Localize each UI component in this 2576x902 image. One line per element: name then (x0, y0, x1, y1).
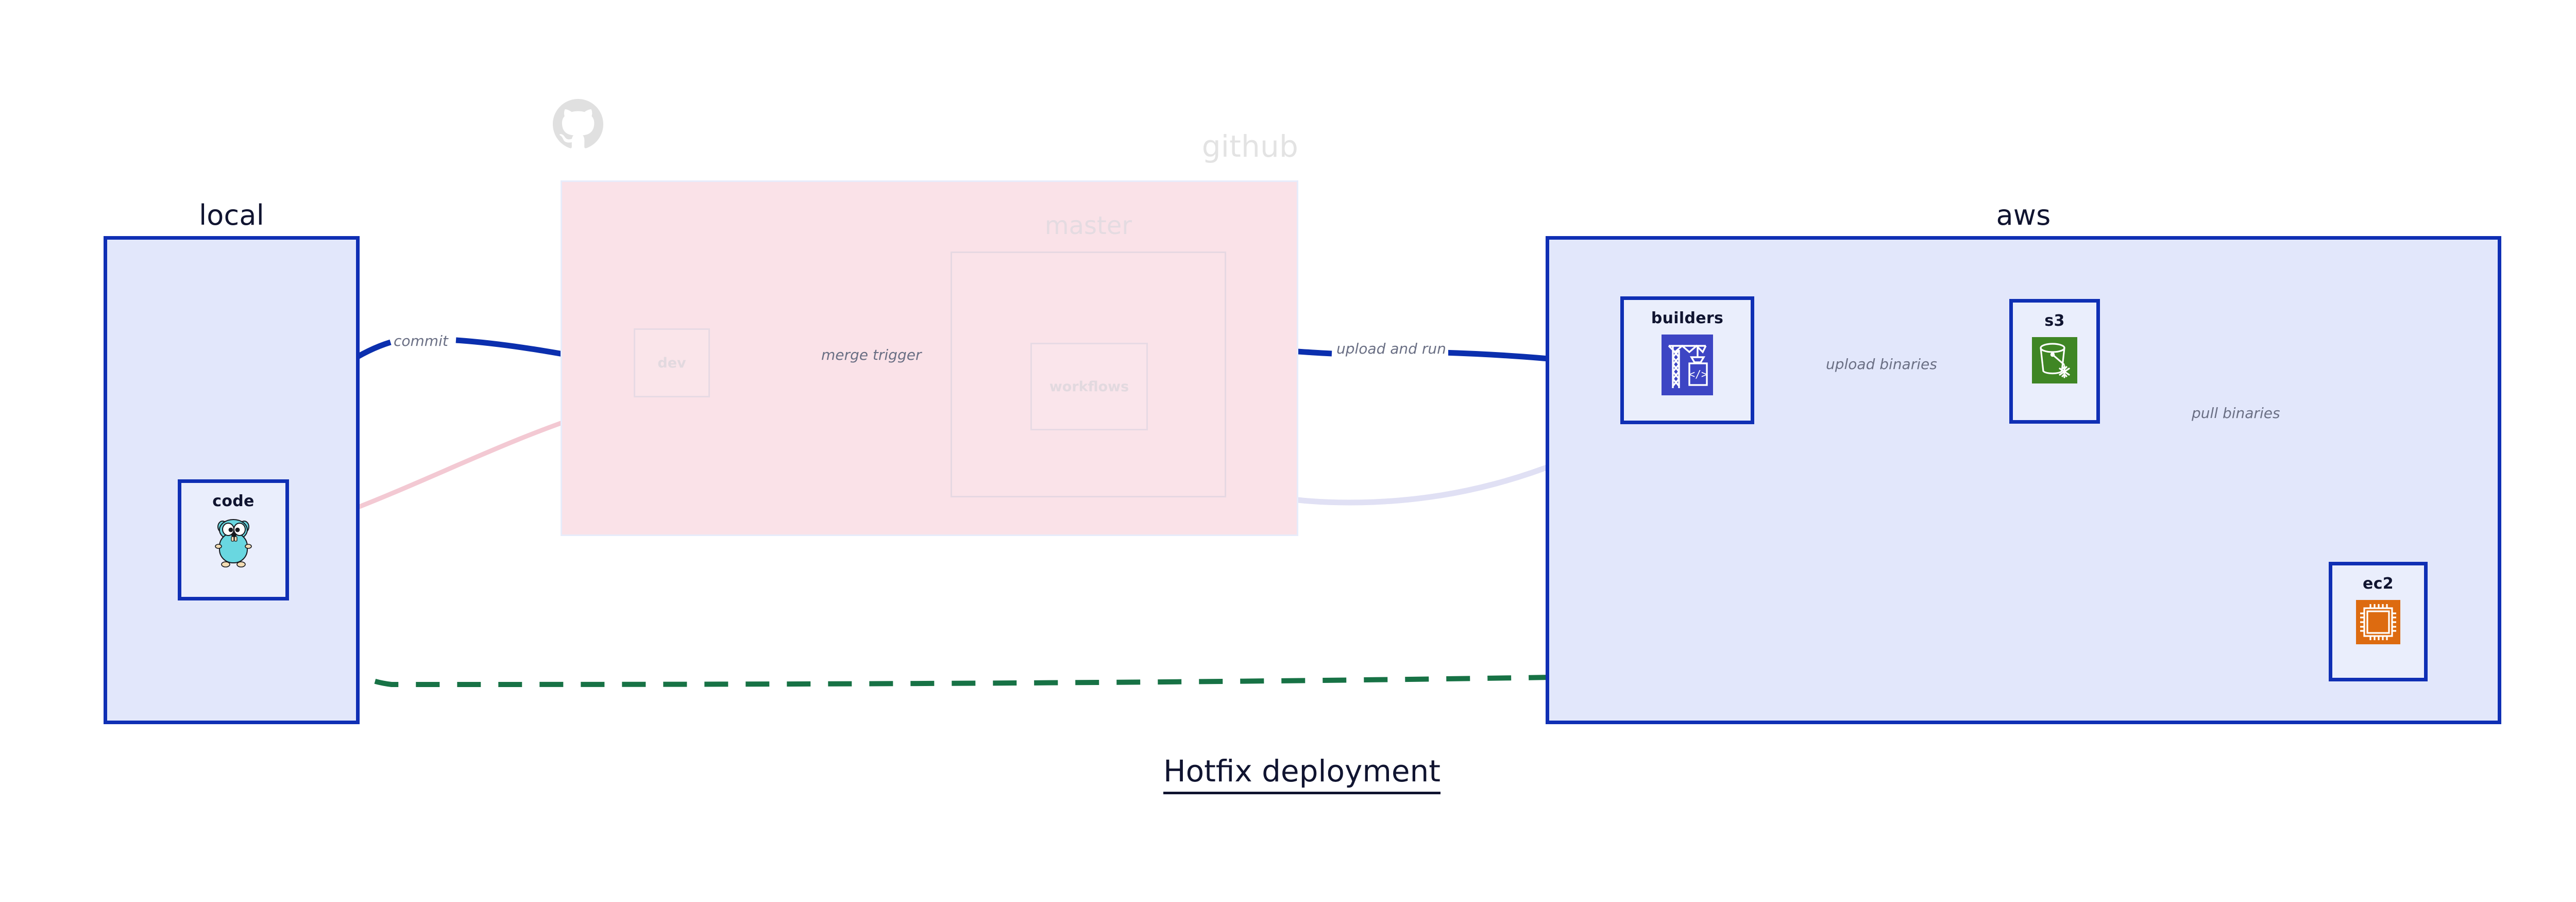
node-builders[interactable]: builders </> (1620, 296, 1754, 424)
cluster-title-local: local (199, 199, 264, 231)
go-gopher-icon (211, 517, 256, 573)
node-s3-label: s3 (2044, 312, 2065, 330)
edge-label-pull-binaries: pull binaries (2190, 405, 2282, 422)
cluster-title-master: master (1044, 211, 1132, 240)
github-octocat-icon (553, 99, 603, 152)
cluster-title-aws: aws (1996, 199, 2051, 231)
node-workflows[interactable]: workflows (1030, 343, 1148, 430)
node-builders-label: builders (1651, 309, 1724, 327)
aws-ec2-cpu-icon (2356, 600, 2400, 646)
edge-label-upload-binaries: upload binaries (1824, 356, 1939, 373)
node-dev-label: dev (657, 355, 686, 371)
node-ec2[interactable]: ec2 (2329, 562, 2428, 681)
edge-label-upload-and-run: upload and run (1334, 340, 1448, 357)
edge-label-merge-trigger: merge trigger (819, 346, 924, 363)
node-s3[interactable]: s3 (2009, 299, 2100, 424)
aws-codebuild-icon: </> (1662, 335, 1713, 397)
cluster-master (951, 252, 1226, 497)
node-code-label: code (212, 492, 255, 510)
edge-label-commit: commit (392, 332, 450, 349)
node-dev[interactable]: dev (634, 328, 710, 397)
cluster-github (561, 180, 1298, 536)
aws-s3-bucket-icon (2032, 337, 2077, 386)
node-workflows-label: workflows (1049, 378, 1129, 395)
svg-text:</>: </> (1689, 368, 1707, 380)
diagram-title-text: Hotfix deployment (1163, 754, 1441, 794)
node-ec2-label: ec2 (2363, 575, 2394, 593)
diagram-title: Hotfix deployment (0, 754, 2576, 794)
cluster-title-github: github (1201, 129, 1298, 164)
node-code[interactable]: code (178, 479, 289, 600)
